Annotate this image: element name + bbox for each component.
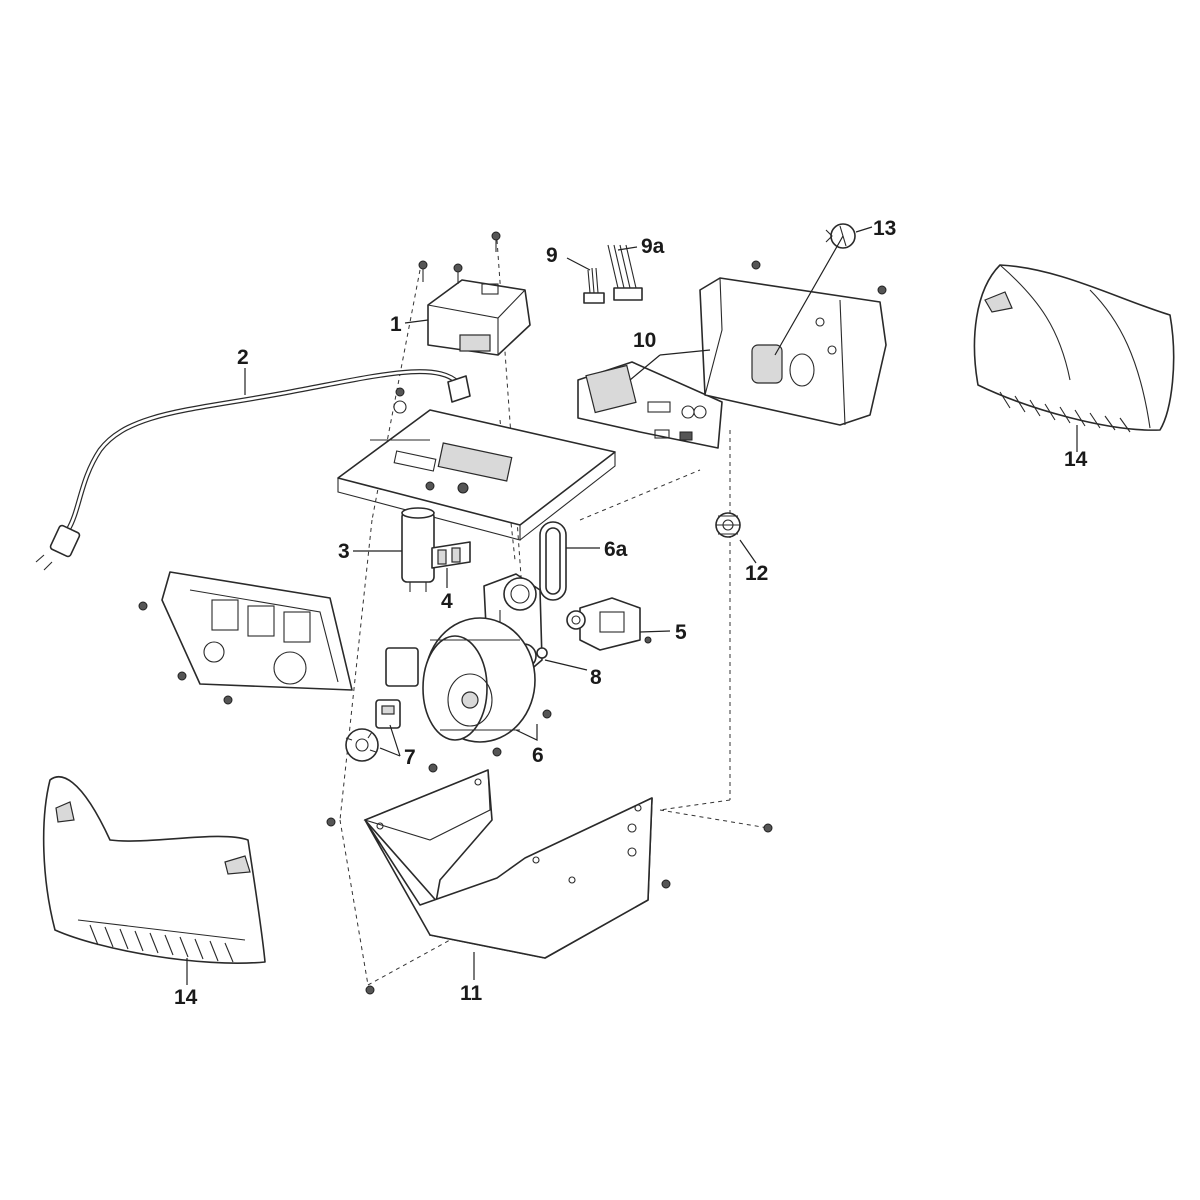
callout-13: 13 — [873, 217, 896, 240]
callout-3: 3 — [338, 540, 350, 563]
top-cover-bracket — [427, 279, 531, 356]
capacitor-clip — [431, 541, 471, 569]
drive-belt-6a — [539, 521, 567, 601]
bottom-cover-11 — [326, 769, 773, 995]
callout-6: 6 — [532, 744, 544, 767]
capacitor — [401, 507, 435, 592]
motor-6 — [385, 617, 552, 757]
callout-8: 8 — [590, 666, 602, 689]
leader-lines — [186, 226, 1078, 985]
callout-11: 11 — [460, 982, 483, 1005]
callout-12: 12 — [745, 562, 768, 585]
power-cord — [35, 369, 471, 571]
light-lens-cover-right — [973, 264, 1175, 433]
callout-4: 4 — [441, 590, 453, 613]
light-lens-cover-left — [42, 776, 266, 964]
light-socket-13 — [825, 223, 856, 249]
mounting-screws-top — [418, 231, 501, 284]
callout-7: 7 — [404, 746, 416, 769]
travel-module-5 — [566, 597, 652, 651]
callout-2: 2 — [237, 346, 249, 369]
wire-harness-9 — [583, 267, 605, 304]
logic-board — [577, 361, 723, 449]
callout-9: 9 — [546, 244, 558, 267]
callout-labels: 1 2 3 4 5 6 6a 7 8 9 9a 10 11 12 13 14 1… — [174, 217, 1088, 1009]
callout-9a: 9a — [641, 235, 665, 258]
drive-gear-12 — [715, 512, 741, 538]
callout-14-right: 14 — [1064, 448, 1088, 471]
chassis-plate — [337, 387, 616, 541]
callout-14-left: 14 — [174, 986, 198, 1009]
callout-6a: 6a — [604, 538, 628, 561]
callout-10: 10 — [633, 329, 656, 352]
wire-harness-9a — [607, 244, 643, 301]
callout-5: 5 — [675, 621, 687, 644]
callout-1: 1 — [390, 313, 402, 336]
left-end-panel — [138, 571, 353, 705]
rpm-sensor-7 — [345, 699, 438, 773]
light-socket-panel — [699, 260, 887, 426]
